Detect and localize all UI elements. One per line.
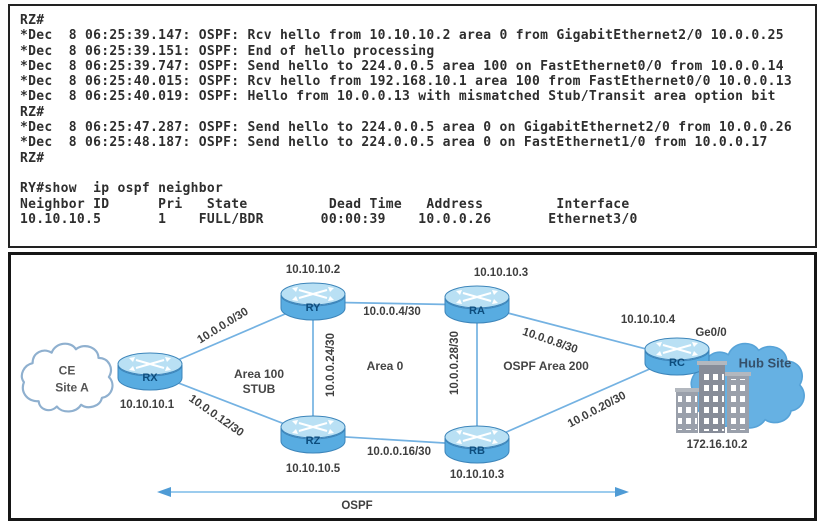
router-icon	[280, 282, 346, 321]
console-line: *Dec 8 06:25:47.287: OSPF: Send hello to…	[20, 120, 793, 136]
area-100-stub-label: STUB	[242, 382, 276, 396]
rx-ip-label: 10.10.10.1	[119, 399, 175, 411]
router-icon	[280, 415, 346, 454]
ospf-span-arrow	[157, 487, 629, 497]
hub-ip-label: 172.16.10.2	[686, 439, 748, 451]
router-ra: RA	[443, 284, 511, 326]
link-ra-rc	[476, 304, 678, 358]
area-100-label: Area 100	[233, 367, 285, 381]
router-name: RC	[669, 357, 685, 369]
console-line: *Dec 8 06:25:40.015: OSPF: Rcv hello fro…	[20, 74, 793, 90]
console-line	[20, 166, 809, 181]
router-name: RY	[305, 302, 321, 314]
console-line: RZ#	[20, 150, 45, 166]
subnet-label-ry-rz: 10.0.0.24/30	[325, 333, 337, 397]
rb-ip-label: 10.10.10.3	[449, 469, 505, 481]
cloud-shape	[20, 342, 114, 413]
console-line: *Dec 8 06:25:39.747: OSPF: Send hello to…	[20, 58, 784, 74]
ospf-area-200-label: OSPF Area 200	[503, 359, 589, 373]
router-rc: RC	[643, 336, 711, 378]
link-rb-rc	[476, 356, 678, 446]
router-name: RX	[142, 372, 158, 384]
subnet-label-rz-rb: 10.0.0.16/30	[367, 446, 431, 458]
network-diagram: CE Site A Hub Site RX	[8, 252, 817, 521]
router-ry: RY	[279, 281, 347, 323]
console-line: RZ#	[20, 13, 45, 28]
ra-ip-label: 10.10.10.3	[473, 267, 529, 279]
subnet-label-ra-rb: 10.0.0.28/30	[449, 331, 461, 395]
hub-building-icon	[675, 361, 753, 438]
console-output: RZ# *Dec 8 06:25:39.147: OSPF: Rcv hello…	[8, 4, 817, 248]
rz-ip-label: 10.10.10.5	[285, 463, 341, 475]
console-line: *Dec 8 06:25:40.019: OSPF: Hello from 10…	[20, 89, 776, 105]
console-line: *Dec 8 06:25:39.151: OSPF: End of hello …	[20, 43, 435, 59]
router-icon	[444, 425, 510, 464]
router-name: RB	[469, 445, 485, 457]
router-icon	[444, 285, 510, 324]
rc-ip-label: 10.10.10.4	[620, 314, 676, 326]
router-name: RZ	[305, 435, 321, 447]
rc-interface-label: Ge0/0	[695, 327, 727, 339]
router-rz: RZ	[279, 414, 347, 456]
console-command-line: RY#show ip ospf neighbor	[20, 181, 224, 197]
router-rx: RX	[116, 351, 184, 393]
ce-cloud-label-line1: CE	[58, 363, 76, 378]
subnet-label-ry-ra: 10.0.0.4/30	[363, 306, 421, 318]
router-icon	[644, 337, 710, 376]
router-name: RA	[469, 305, 485, 317]
console-line: *Dec 8 06:25:39.147: OSPF: Rcv hello fro…	[20, 28, 784, 44]
neighbor-table-header: Neighbor ID Pri State Dead Time Address …	[20, 196, 630, 212]
ry-ip-label: 10.10.10.2	[285, 264, 341, 276]
ce-cloud-label-line2: Site A	[55, 380, 89, 395]
console-line: *Dec 8 06:25:48.187: OSPF: Send hello to…	[20, 135, 768, 151]
router-rb: RB	[443, 424, 511, 466]
area-0-label: Area 0	[366, 359, 404, 373]
neighbor-table-row: 10.10.10.5 1 FULL/BDR 00:00:39 10.0.0.26…	[20, 211, 638, 227]
ce-site-cloud	[17, 325, 121, 429]
console-line: RZ#	[20, 104, 45, 120]
router-icon	[117, 352, 183, 391]
ospf-span-label: OSPF	[341, 500, 373, 512]
hub-cloud-label: Hub Site	[738, 355, 792, 371]
